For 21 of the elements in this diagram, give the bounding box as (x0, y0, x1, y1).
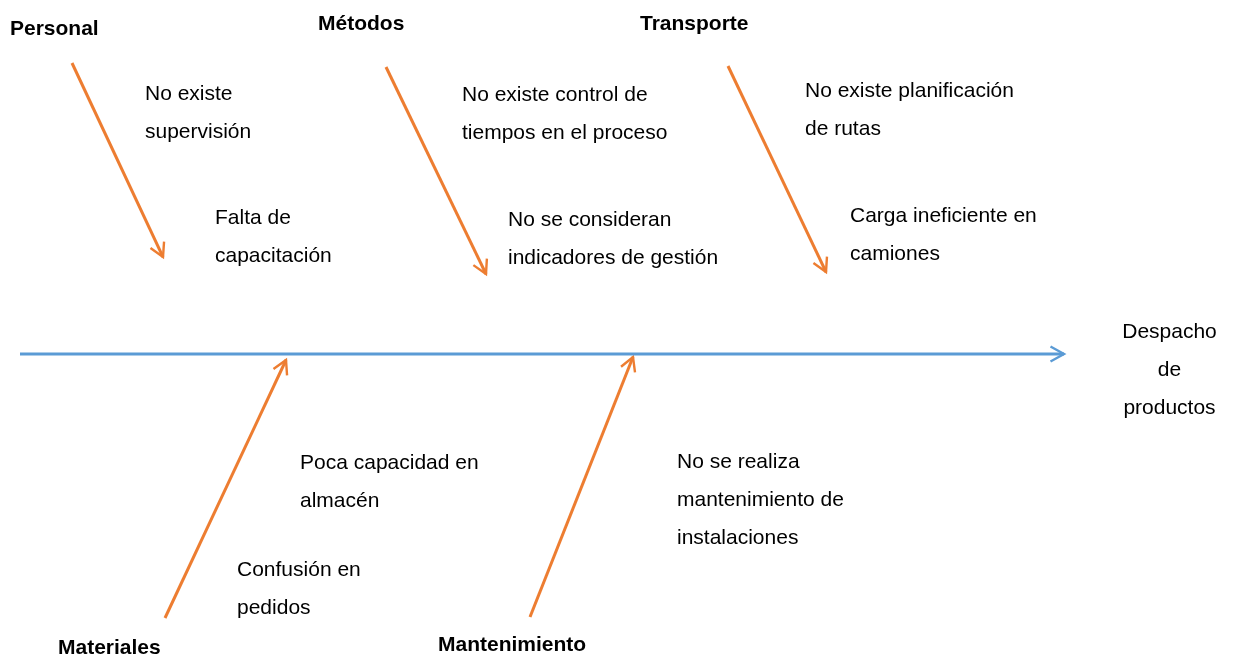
effect-label: Despacho de productos (1112, 312, 1227, 426)
cause-label: Falta de capacitación (215, 204, 333, 268)
cause-label: No se consideran indicadores de gestión (508, 206, 720, 270)
cause-label: Confusión en pedidos (237, 556, 362, 620)
category-label: Materiales (58, 633, 161, 661)
cause-arrow (726, 65, 829, 274)
category-label: Mantenimiento (438, 630, 587, 658)
cause-arrow (70, 62, 166, 259)
category-label: Transporte (640, 9, 749, 37)
cause-label: No se realiza mantenimiento de instalaciones (677, 448, 845, 550)
cause-label: Carga ineficiente en camiones (850, 202, 1038, 266)
cause-arrow (528, 355, 637, 618)
cause-label: Poca capacidad en almacén (300, 449, 480, 513)
cause-label: No existe control de tiempos en el proceso (462, 81, 669, 145)
category-label: Métodos (318, 9, 405, 37)
cause-label: No existe supervisión (145, 80, 253, 144)
cause-arrow (384, 66, 489, 276)
cause-arrow (163, 358, 289, 619)
cause-label: No existe planificación de rutas (805, 77, 1015, 141)
category-label: Personal (10, 14, 99, 42)
spine-arrow (20, 345, 1066, 363)
